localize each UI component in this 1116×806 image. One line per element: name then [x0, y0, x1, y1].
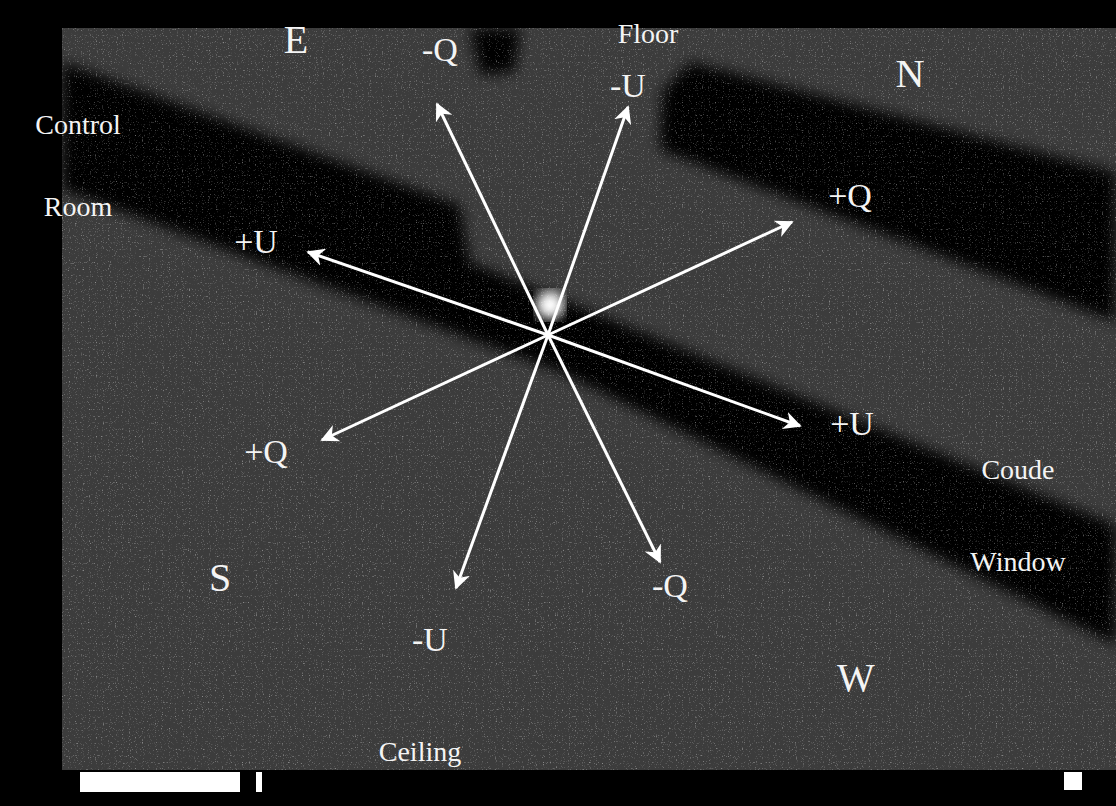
stokes-label: +Q: [244, 435, 288, 469]
compass-letter: S: [209, 558, 231, 598]
sky-ground: [62, 28, 1116, 770]
stokes-label: +U: [830, 407, 874, 441]
speckle-noise: [62, 28, 1116, 770]
stokes-label: -U: [412, 623, 448, 657]
stokes-label: -Q: [652, 569, 688, 603]
stokes-label: +Q: [828, 179, 872, 213]
orientation-label: Floor: [618, 20, 679, 48]
stokes-label: +U: [234, 225, 278, 259]
orientation-label: Ceiling: [379, 738, 461, 766]
compass-letter: W: [837, 658, 875, 698]
stokes-label: -U: [610, 69, 646, 103]
scale-bars: [80, 772, 1082, 792]
stokes-label: -Q: [422, 33, 458, 67]
compass-letter: E: [284, 20, 308, 60]
compass-letter: N: [896, 54, 925, 94]
orientation-label: Coude Window: [948, 424, 1088, 608]
polarization-arrows: [308, 104, 800, 588]
orientation-label: Control Room: [18, 84, 138, 248]
